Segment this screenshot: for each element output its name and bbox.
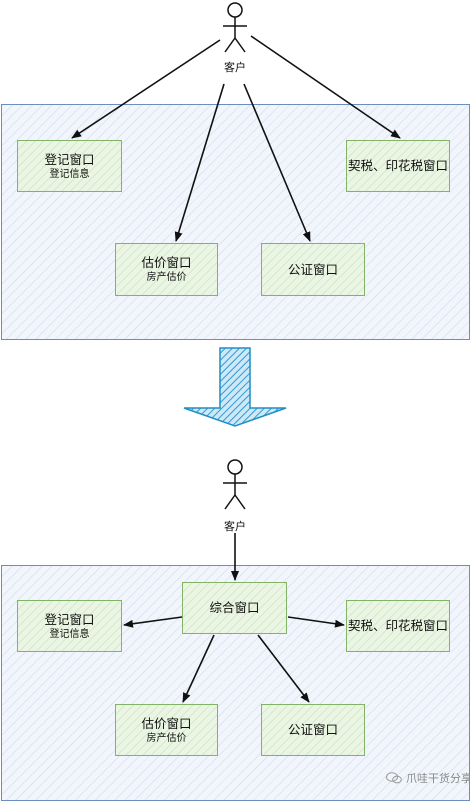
wechat-icon <box>386 772 402 784</box>
bottom-arrow-register <box>123 616 183 628</box>
bottom-estimate-sub: 房产估价 <box>146 732 187 744</box>
bottom-arrow-notary <box>257 634 310 703</box>
top-tax-title: 契税、印花税窗口 <box>347 158 448 173</box>
top-arrow-notary <box>243 83 311 242</box>
bottom-notary-title: 公证窗口 <box>287 722 338 737</box>
top-estimate-title: 估价窗口 <box>141 255 192 270</box>
top-arrow-tax <box>250 35 401 139</box>
top-register-title: 登记窗口 <box>44 151 95 167</box>
bottom-integrated-box: 综合窗口 <box>182 582 287 634</box>
bottom-register-sub: 登记信息 <box>49 628 90 640</box>
top-actor-label: 客户 <box>224 61 246 74</box>
top-register-box: 登记窗口 登记信息 <box>17 140 122 192</box>
top-notary-box: 公证窗口 <box>261 243 365 296</box>
top-estimate-sub: 房产估价 <box>146 272 187 283</box>
top-estimate-box: 估价窗口 房产估价 <box>115 243 218 296</box>
transition-down-arrow-icon <box>183 347 287 427</box>
bottom-notary-box: 公证窗口 <box>261 704 365 756</box>
top-tax-box: 契税、印花税窗口 <box>346 140 450 192</box>
watermark-text: 爪哇干货分享 <box>406 772 470 785</box>
top-arrow-estimate <box>174 83 225 242</box>
bottom-estimate-title: 估价窗口 <box>141 715 192 731</box>
bottom-arrow-tax <box>287 616 345 628</box>
bottom-actor-label: 客户 <box>224 520 246 533</box>
bottom-integrated-title: 综合窗口 <box>209 600 260 615</box>
bottom-arrow-estimate <box>182 634 215 703</box>
bottom-estimate-box: 估价窗口 房产估价 <box>115 704 218 756</box>
watermark: 爪哇干货分享 <box>386 770 470 786</box>
bottom-actor-icon <box>223 459 247 510</box>
top-actor-icon <box>223 2 247 53</box>
bottom-tax-title: 契税、印花税窗口 <box>347 618 448 633</box>
top-arrow-register <box>71 39 221 139</box>
bottom-register-title: 登记窗口 <box>44 611 95 627</box>
bottom-tax-box: 契税、印花税窗口 <box>346 600 450 652</box>
top-register-sub: 登记信息 <box>49 168 90 180</box>
top-notary-title: 公证窗口 <box>287 261 338 277</box>
bottom-register-box: 登记窗口 登记信息 <box>17 600 122 652</box>
